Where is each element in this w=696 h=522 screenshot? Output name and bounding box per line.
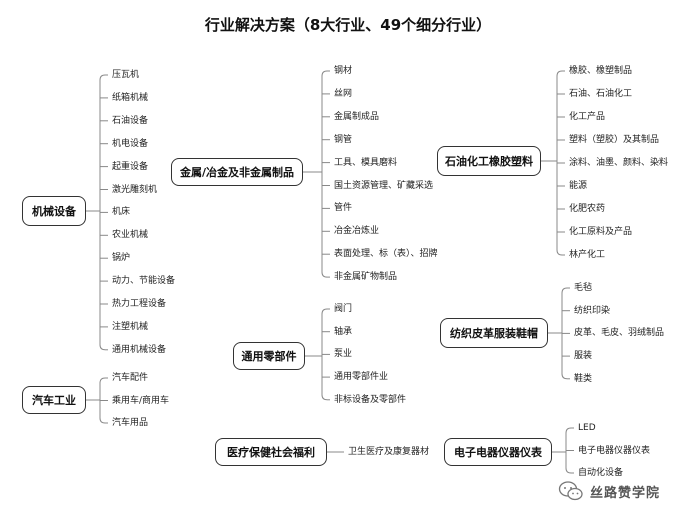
subitem-machinery-10: 热力工程设备 <box>112 299 167 309</box>
subitem-petro-1: 石油、石油化工 <box>569 89 633 99</box>
subitem-machinery-1: 纸箱机械 <box>112 92 149 103</box>
category-node-parts: 通用零部件 <box>233 342 305 370</box>
subitem-textile-1: 纺织印染 <box>574 305 611 316</box>
subitem-petro-0: 橡胶、橡塑制品 <box>569 66 633 76</box>
subitem-machinery-12: 通用机械设备 <box>112 344 167 355</box>
subitem-petro-5: 能源 <box>569 181 588 191</box>
subitem-auto-2: 汽车用品 <box>112 418 149 428</box>
bracket-metal <box>321 70 328 278</box>
subitem-parts-1: 轴承 <box>334 326 353 337</box>
watermark-text: 丝路赞学院 <box>590 485 661 501</box>
subitem-metal-4: 工具、模具磨料 <box>334 157 398 168</box>
subitem-metal-9: 非金属矿物制品 <box>334 272 398 283</box>
subitem-machinery-6: 机床 <box>112 207 131 218</box>
category-node-medical: 医疗保健社会福利 <box>215 438 327 466</box>
subitem-parts-0: 阀门 <box>334 304 353 314</box>
subitem-metal-5: 国土资源管理、矿藏采选 <box>334 180 434 191</box>
subitem-metal-1: 丝网 <box>334 88 353 99</box>
subitem-machinery-4: 起重设备 <box>112 161 149 172</box>
subitem-machinery-2: 石油设备 <box>112 115 149 126</box>
subitem-textile-2: 皮革、毛皮、羽绒制品 <box>574 328 665 339</box>
subitem-petro-6: 化肥农药 <box>569 204 606 214</box>
wechat-icon <box>558 481 583 501</box>
subitem-machinery-3: 机电设备 <box>112 138 149 149</box>
subitem-metal-7: 冶金冶炼业 <box>334 226 380 237</box>
diagram-title: 行业解决方案（8大行业、49个细分行业） <box>204 16 492 34</box>
subitem-machinery-9: 动力、节能设备 <box>112 276 176 287</box>
subitem-auto-0: 汽车配件 <box>112 373 149 383</box>
subitem-metal-2: 金属制成品 <box>334 111 380 122</box>
subitem-machinery-11: 注塑机械 <box>112 321 149 332</box>
subitem-electronics-1: 电子电器仪器仪表 <box>578 445 651 456</box>
subitem-petro-4: 涂料、油墨、颜料、染料 <box>569 158 669 168</box>
subitem-petro-2: 化工产品 <box>569 112 606 122</box>
subitem-metal-6: 管件 <box>334 203 353 214</box>
subitem-medical-0: 卫生医疗及康复器材 <box>348 447 430 457</box>
subitem-petro-7: 化工原料及产品 <box>569 227 633 237</box>
subitem-parts-4: 非标设备及零部件 <box>334 394 407 405</box>
category-node-electronics: 电子电器仪器仪表 <box>444 438 552 466</box>
subitem-parts-2: 泵业 <box>334 349 353 360</box>
subitem-metal-3: 钢管 <box>334 134 353 145</box>
subitem-metal-0: 钢材 <box>334 66 353 76</box>
subitem-auto-1: 乘用车/商用车 <box>112 395 170 406</box>
category-node-textile: 纺织皮革服装鞋帽 <box>440 318 548 348</box>
subitem-electronics-2: 自动化设备 <box>578 468 624 478</box>
subitem-machinery-0: 压瓦机 <box>112 70 140 80</box>
category-node-machinery: 机械设备 <box>22 196 86 226</box>
subitem-textile-0: 毛毡 <box>574 283 593 293</box>
subitem-petro-8: 林产化工 <box>569 250 606 260</box>
watermark: 丝路赞学院 <box>558 478 660 504</box>
subitem-machinery-7: 农业机械 <box>112 230 149 241</box>
subitem-machinery-8: 锅炉 <box>112 253 131 264</box>
subitem-textile-4: 鞋类 <box>574 373 593 384</box>
category-node-auto: 汽车工业 <box>22 386 86 414</box>
subitem-electronics-0: LED <box>578 423 596 433</box>
subitem-machinery-5: 激光雕刻机 <box>112 184 158 195</box>
category-node-petro: 石油化工橡胶塑料 <box>437 146 541 176</box>
category-node-metal: 金属/冶金及非金属制品 <box>171 158 303 186</box>
subitem-textile-3: 服装 <box>574 351 593 362</box>
subitem-petro-3: 塑料（塑胶）及其制品 <box>569 135 660 145</box>
subitem-metal-8: 表面处理、标（表）、招牌 <box>334 249 438 260</box>
subitem-parts-3: 通用零部件业 <box>334 372 389 383</box>
